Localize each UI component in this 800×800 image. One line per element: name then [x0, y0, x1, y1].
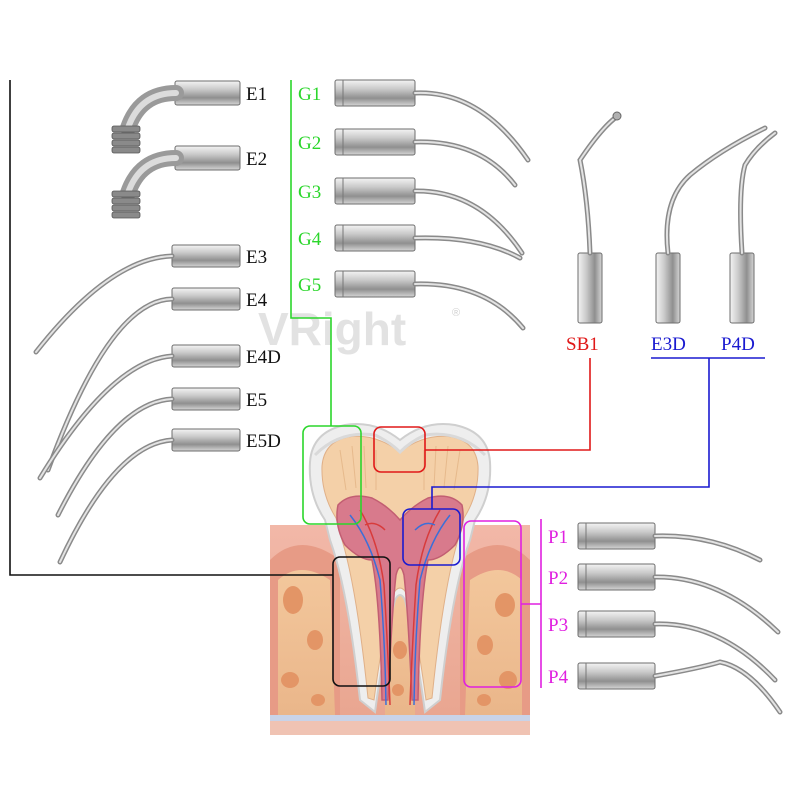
tip-g1	[334, 79, 531, 163]
tip-p4d	[729, 130, 778, 324]
scaling-connector	[290, 80, 362, 525]
label-e4d: E4D	[246, 347, 281, 368]
tip-g2	[334, 128, 518, 188]
tip-sb1	[577, 111, 622, 324]
label-p2: P2	[548, 568, 568, 589]
label-p1: P1	[548, 527, 568, 548]
endo-connector	[9, 80, 391, 687]
endo-target-frame	[332, 556, 391, 687]
label-p4: P4	[548, 667, 569, 688]
perio-connector	[463, 519, 542, 688]
tip-p3	[577, 610, 778, 683]
sub-bevel-labels: SB1	[566, 334, 599, 355]
deep-connector	[402, 357, 765, 566]
label-g1: G1	[298, 84, 321, 105]
tip-g5	[334, 270, 526, 331]
tip-p2	[577, 563, 781, 635]
scaling-labels: G1 G2 G3 G4 G5	[298, 84, 322, 296]
label-e2: E2	[246, 149, 267, 170]
label-g4: G4	[298, 229, 322, 250]
tip-g3	[334, 177, 525, 256]
label-g5: G5	[298, 275, 321, 296]
tip-e4	[45, 287, 241, 473]
tip-e3	[33, 244, 241, 355]
scaling-target-frame	[302, 425, 362, 525]
watermark: VRight ®	[258, 303, 460, 355]
tip-e3d	[655, 125, 768, 324]
label-e3: E3	[246, 247, 267, 268]
label-p4d: P4D	[721, 334, 755, 355]
tooth-cross-section-icon	[270, 423, 530, 735]
tip-e1	[111, 80, 241, 154]
label-e4: E4	[246, 290, 268, 311]
label-e5: E5	[246, 390, 267, 411]
label-e3d: E3D	[651, 334, 686, 355]
tip-e4d	[37, 344, 241, 481]
label-g2: G2	[298, 133, 321, 154]
sub-bevel-target-frame	[373, 426, 426, 473]
tip-e5d	[57, 428, 241, 565]
deep-labels: E3D P4D	[651, 334, 755, 355]
watermark-text: VRight	[258, 303, 406, 355]
tip-g4	[334, 224, 523, 261]
tip-e2	[111, 145, 241, 219]
label-e5d: E5D	[246, 431, 281, 452]
label-e1: E1	[246, 84, 267, 105]
label-sb1: SB1	[566, 334, 599, 355]
sub-bevel-connector	[373, 358, 591, 473]
tip-p4	[577, 659, 783, 715]
endo-labels: E1 E2 E3 E4 E4D E5 E5D	[246, 84, 281, 452]
tip-e5	[55, 387, 241, 518]
label-p3: P3	[548, 615, 568, 636]
label-g3: G3	[298, 182, 321, 203]
scaler-tips	[33, 79, 783, 715]
tip-p1	[577, 522, 763, 563]
watermark-registered-mark: ®	[452, 307, 460, 319]
deep-target-frame	[402, 508, 461, 566]
perio-labels: P1 P2 P3 P4	[548, 527, 569, 688]
